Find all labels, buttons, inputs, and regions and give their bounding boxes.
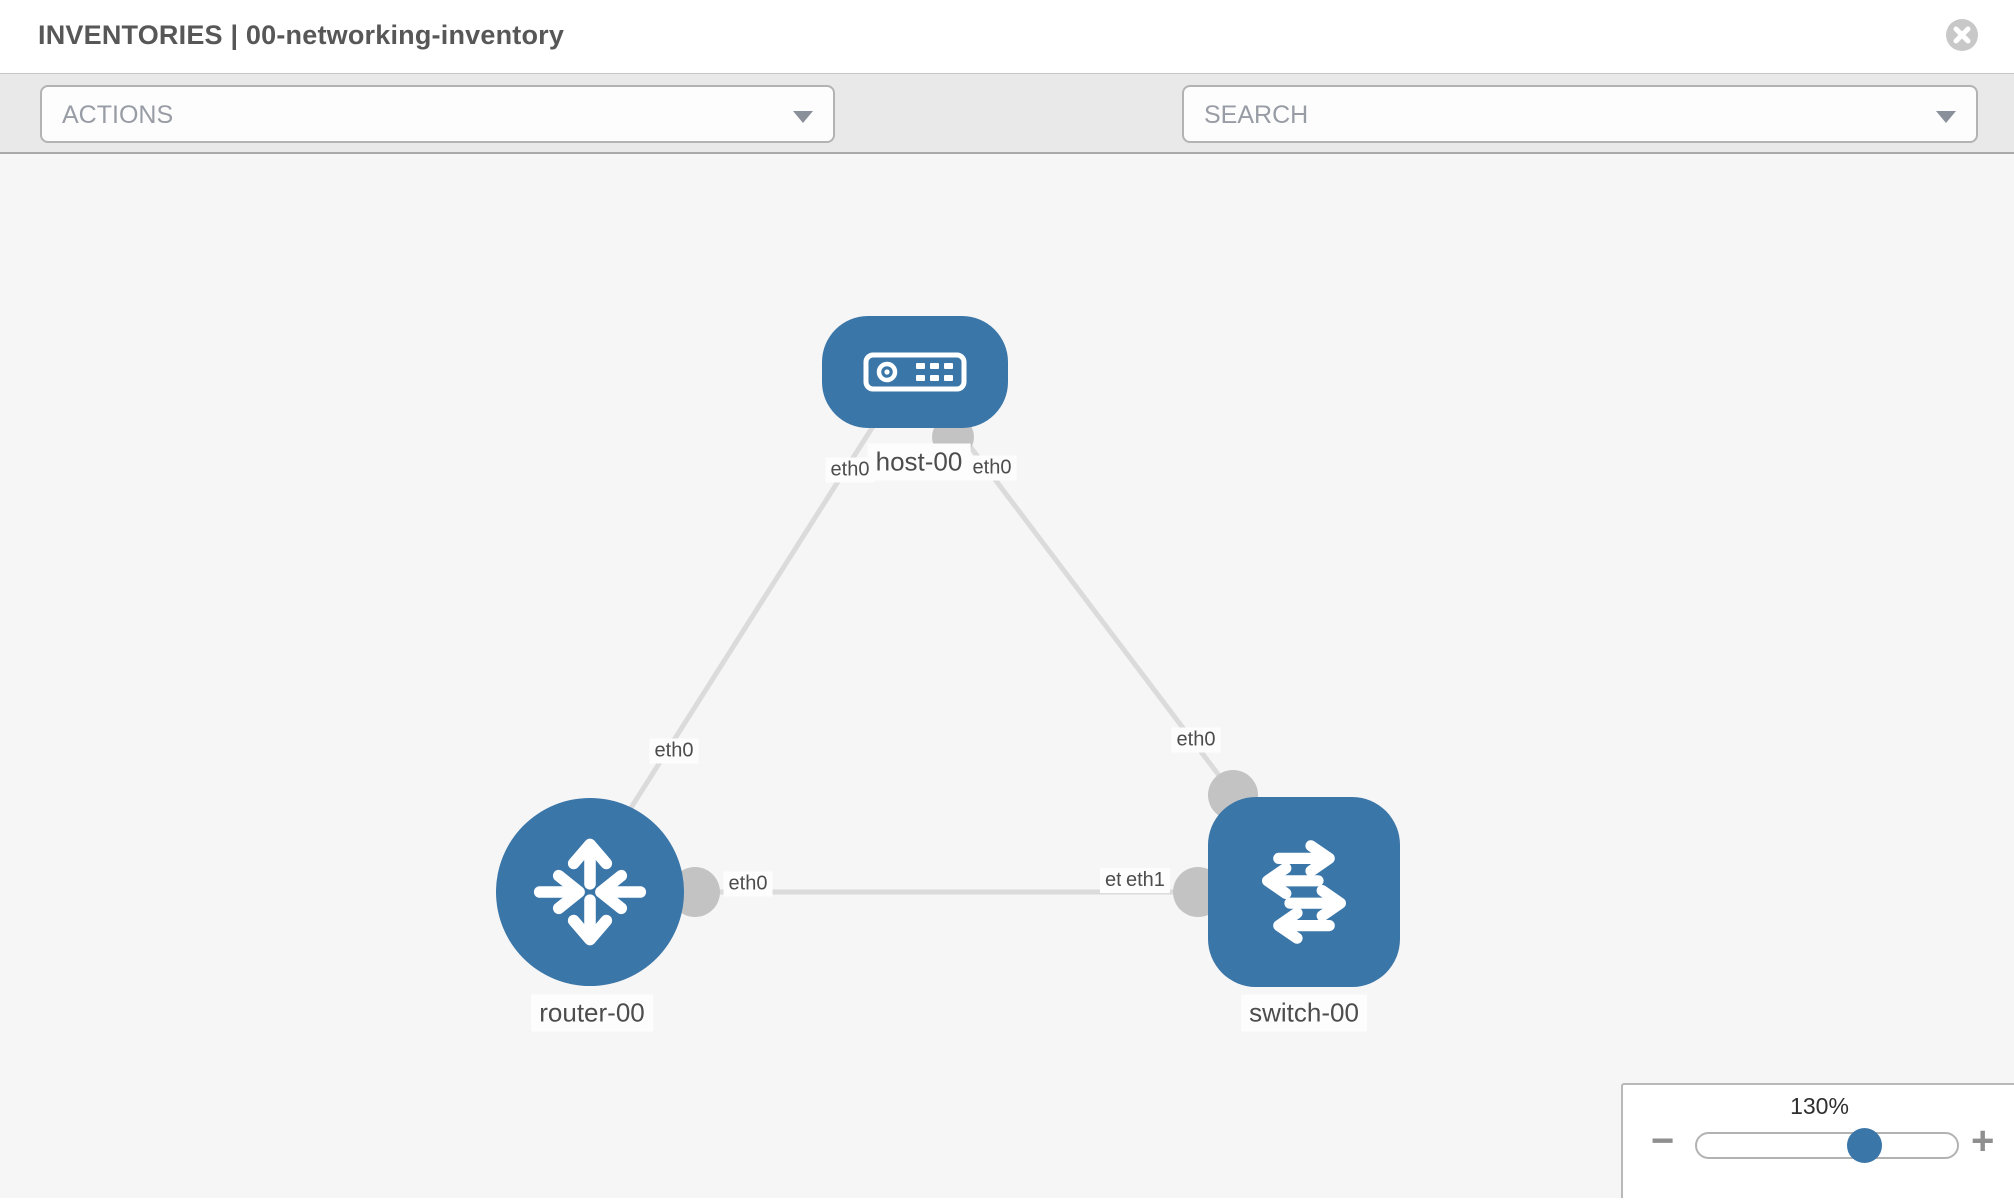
interface-label: eth0 <box>723 871 773 897</box>
interface-label: eth0 <box>649 738 699 764</box>
page-title: INVENTORIES | 00-networking-inventory <box>38 20 564 51</box>
zoom-slider-track[interactable] <box>1695 1132 1959 1159</box>
search-placeholder: SEARCH <box>1204 101 1309 129</box>
actions-dropdown-label: ACTIONS <box>62 101 174 129</box>
node-host-00[interactable] <box>822 316 1008 428</box>
chevron-down-icon <box>793 111 813 123</box>
page-title-section: INVENTORIES <box>38 20 223 50</box>
topology-links <box>619 418 1240 895</box>
node-router-00[interactable] <box>496 798 684 986</box>
node-label-router: router-00 <box>531 994 653 1032</box>
node-label-host: host-00 <box>867 443 971 481</box>
node-label-switch: switch-00 <box>1241 994 1367 1032</box>
zoom-percentage: 130% <box>1790 1093 1849 1119</box>
chevron-down-icon <box>1936 111 1956 123</box>
page-title-separator: | <box>230 20 239 50</box>
actions-dropdown[interactable]: ACTIONS <box>40 85 835 143</box>
zoom-control-panel: 130% − + <box>1621 1083 2014 1198</box>
zoom-in-button[interactable]: + <box>1971 1119 1995 1163</box>
zoom-slider-handle[interactable] <box>1847 1128 1882 1163</box>
breadcrumb-header: INVENTORIES | 00-networking-inventory <box>0 0 2014 73</box>
toolbar: ACTIONS SEARCH <box>0 73 2014 207</box>
zoom-out-button[interactable]: − <box>1651 1119 1675 1163</box>
interface-label: eth0 <box>825 457 875 483</box>
close-button[interactable] <box>1946 19 1978 51</box>
node-switch-00[interactable] <box>1208 797 1400 987</box>
search-dropdown[interactable]: SEARCH <box>1182 85 1978 143</box>
interface-label: eth1 <box>1121 868 1170 893</box>
topology-canvas[interactable]: host-00 router-00 switch-00 eth0 eth0 et… <box>0 154 2014 1198</box>
inventory-name: 00-networking-inventory <box>245 20 565 50</box>
interface-label: eth0 <box>967 455 1017 481</box>
interface-label: eth0 <box>1171 727 1221 753</box>
